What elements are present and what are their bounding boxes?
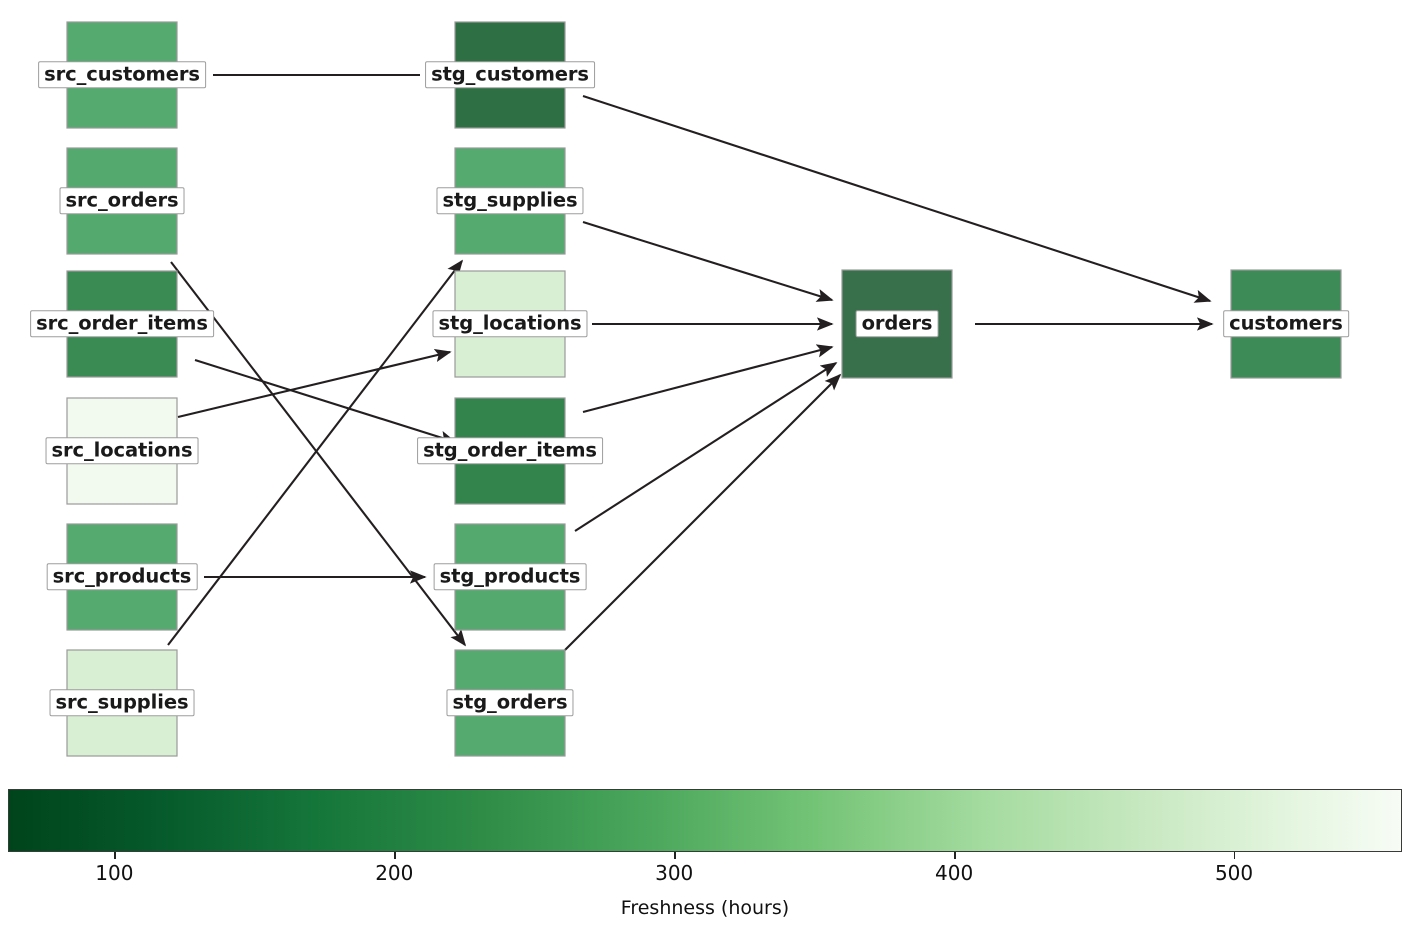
colorbar-tick-label-400: 400 [935,861,974,885]
colorbar-gradient [9,790,1401,851]
edge-stg_products-to-orders [574,362,838,532]
node-label-src_supplies[interactable]: src_supplies [49,689,195,717]
edge-src_supplies-to-stg_supplies [167,259,464,646]
node-label-stg_locations[interactable]: stg_locations [432,310,588,338]
colorbar-tick-200 [394,852,396,859]
node-label-customers[interactable]: customers [1223,310,1349,338]
edge-stg_orders-to-orders [564,373,842,651]
colorbar-title: Freshness (hours) [620,897,790,919]
node-label-src_orders[interactable]: src_orders [59,187,185,215]
colorbar-tick-400 [954,852,956,859]
node-label-stg_order_items[interactable]: stg_order_items [417,437,603,465]
edges-layer [167,73,1214,651]
colorbar-tick-label-100: 100 [95,861,134,885]
node-label-stg_products[interactable]: stg_products [433,563,587,591]
node-label-src_order_items[interactable]: src_order_items [30,310,214,338]
node-label-src_customers[interactable]: src_customers [38,61,206,89]
colorbar-tick-label-200: 200 [375,861,414,885]
edge-stg_supplies-to-orders [582,220,834,302]
node-label-orders[interactable]: orders [855,310,939,338]
edge-stg_order_items-to-orders [582,344,834,414]
node-label-stg_orders[interactable]: stg_orders [446,689,574,717]
node-label-src_locations[interactable]: src_locations [45,437,199,465]
node-label-stg_customers[interactable]: stg_customers [425,61,595,89]
colorbar [8,789,1402,852]
nodes-layer [66,21,1342,757]
colorbar-tick-100 [114,852,116,859]
edge-src_order_items-to-stg_order_items [194,358,457,444]
colorbar-tick-label-300: 300 [655,861,694,885]
colorbar-tick-label-500: 500 [1214,861,1254,885]
edge-stg_customers-to-customers [582,95,1212,303]
node-label-stg_supplies[interactable]: stg_supplies [436,187,584,215]
colorbar-tick-300 [674,852,676,859]
edge-src_locations-to-stg_locations [177,348,452,419]
node-label-src_products[interactable]: src_products [46,563,198,591]
colorbar-tick-500 [1234,852,1236,859]
